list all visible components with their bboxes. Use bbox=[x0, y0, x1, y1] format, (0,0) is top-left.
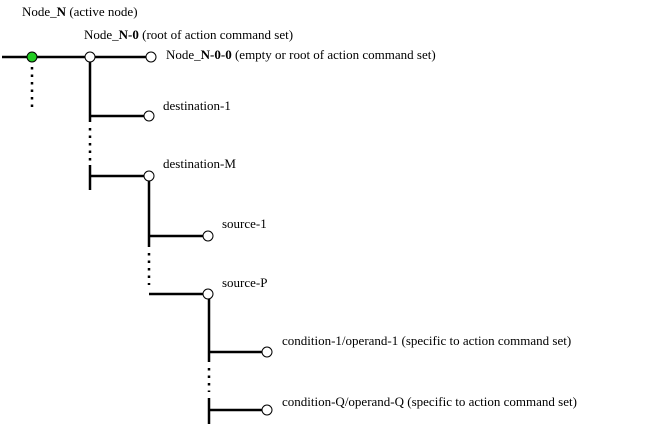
node-destination-1 bbox=[143, 110, 155, 122]
node-source-1 bbox=[202, 230, 214, 242]
node-condition-1 bbox=[261, 346, 273, 358]
node-destination-m bbox=[143, 170, 155, 182]
label-node-n-0-0: Node_N-0-0 (empty or root of action comm… bbox=[166, 47, 436, 62]
label-node-n: Node_N (active node) bbox=[22, 4, 138, 19]
node-condition-q bbox=[261, 404, 273, 416]
label-node-n-0: Node_N-0 (root of action command set) bbox=[84, 27, 293, 42]
label-source-1: source-1 bbox=[222, 216, 267, 231]
active-node-n bbox=[26, 51, 38, 63]
node-n-0 bbox=[84, 51, 96, 63]
label-condition-q: condition-Q/operand-Q (specific to actio… bbox=[282, 394, 577, 409]
node-n-0-0 bbox=[145, 51, 157, 63]
label-destination-m: destination-M bbox=[163, 156, 236, 171]
node-source-p bbox=[202, 288, 214, 300]
label-destination-1: destination-1 bbox=[163, 98, 231, 113]
label-condition-1: condition-1/operand-1 (specific to actio… bbox=[282, 333, 571, 348]
label-source-p: source-P bbox=[222, 275, 268, 290]
